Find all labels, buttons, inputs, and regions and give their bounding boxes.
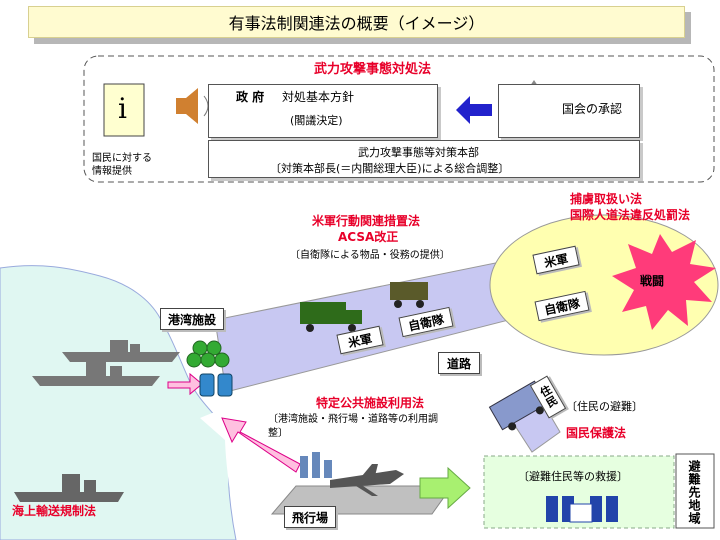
- law-maritime: 海上輸送規制法: [12, 504, 97, 518]
- law-us-forces: 米軍行動関連措置法: [312, 214, 421, 228]
- evac-area-label: 避難先地域: [687, 460, 701, 525]
- fuel-drums: [199, 373, 233, 397]
- supply-stacks: [186, 340, 230, 368]
- green-arrow: [419, 466, 471, 510]
- hq-line2: 〔対策本部長(＝内閣総理大臣)による総合調整〕: [270, 162, 510, 175]
- pink-arrow-port: [167, 372, 203, 396]
- law-pow: 捕虜取扱い法: [570, 192, 643, 206]
- people-icons: [546, 496, 618, 523]
- law-facilities: 特定公共施設利用法: [316, 396, 425, 410]
- facilities-note-1: 〔港湾施設・飛行場・道路等の利用調: [268, 414, 438, 425]
- page-title: 有事法制関連法の概要（イメージ）: [28, 6, 685, 38]
- evacuation-note: 〔住民の避難〕: [566, 400, 643, 413]
- truck-1: [300, 302, 362, 332]
- ship-1: [62, 340, 180, 362]
- truck-2: [390, 282, 428, 308]
- port-label: 港湾施設: [160, 308, 224, 330]
- relief-note: 〔避難住民等の救援〕: [518, 470, 628, 483]
- law-acsa: ACSA改正: [338, 230, 399, 244]
- top-frame: [83, 55, 715, 183]
- diet-approval-label: 国会の承認: [562, 102, 623, 116]
- basic-policy-label: 対処基本方針: [282, 90, 355, 104]
- diet-box: [498, 84, 640, 138]
- ship-2: [32, 362, 160, 386]
- hq-line1: 武力攻撃事態等対策本部: [358, 146, 479, 159]
- control-tower: [300, 452, 332, 478]
- policy-box: [208, 84, 438, 138]
- us-forces-note: 〔自衛隊による物品・役務の提供〕: [290, 250, 450, 261]
- pink-arrow: [221, 417, 301, 473]
- info-sign: i: [103, 83, 145, 137]
- combat-label: 戦闘: [640, 274, 665, 288]
- svg-text:i: i: [118, 92, 127, 125]
- law-armed-attack: 武力攻撃事態対処法: [314, 62, 432, 77]
- citizen-info-label: 国民に対する情報提供: [92, 153, 152, 177]
- blue-arrow: [456, 96, 492, 124]
- hq-box: [208, 140, 640, 178]
- ship-3: [14, 474, 124, 502]
- explosion-burst: [612, 234, 716, 330]
- facilities-note-2: 整〕: [268, 428, 288, 439]
- road-label: 道路: [438, 352, 480, 374]
- speaker: [176, 88, 209, 124]
- airplane: [330, 464, 404, 496]
- law-humanitarian: 国際人道法違反処罰法: [570, 208, 691, 222]
- cabinet-decision-label: (閣議決定): [290, 114, 343, 127]
- evac-area-label-box: [675, 453, 715, 529]
- gov-label: 政 府: [236, 90, 265, 104]
- airfield-label: 飛行場: [284, 506, 336, 528]
- law-civil-protection: 国民保護法: [566, 426, 627, 440]
